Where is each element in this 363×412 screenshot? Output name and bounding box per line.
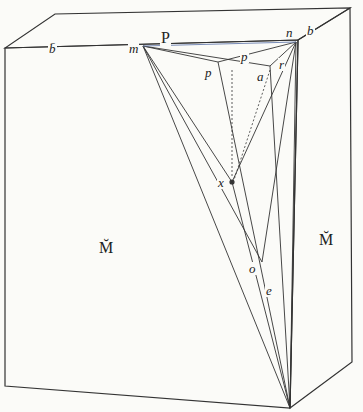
- construction-lines: [143, 42, 296, 408]
- vertex-dot: [230, 180, 234, 184]
- point-letter: p: [204, 66, 213, 79]
- face-letter: M̆: [318, 232, 334, 248]
- point-letter: m: [128, 42, 139, 55]
- point-letter: p: [240, 50, 249, 63]
- edge-letter: b: [306, 24, 315, 37]
- point-letter: x: [217, 176, 225, 189]
- right-face: [290, 8, 352, 408]
- point-letter: a: [256, 70, 265, 83]
- front-face: [5, 40, 298, 408]
- face-letter: P: [160, 30, 171, 46]
- point-letter: o: [248, 262, 257, 275]
- point-letter: r: [278, 58, 285, 71]
- face-letter: M̆: [98, 240, 114, 256]
- point-letter: n: [285, 26, 294, 39]
- point-letter: e: [265, 284, 273, 297]
- dotted-lines: [232, 70, 270, 180]
- edge-letter: b̄: [48, 42, 57, 55]
